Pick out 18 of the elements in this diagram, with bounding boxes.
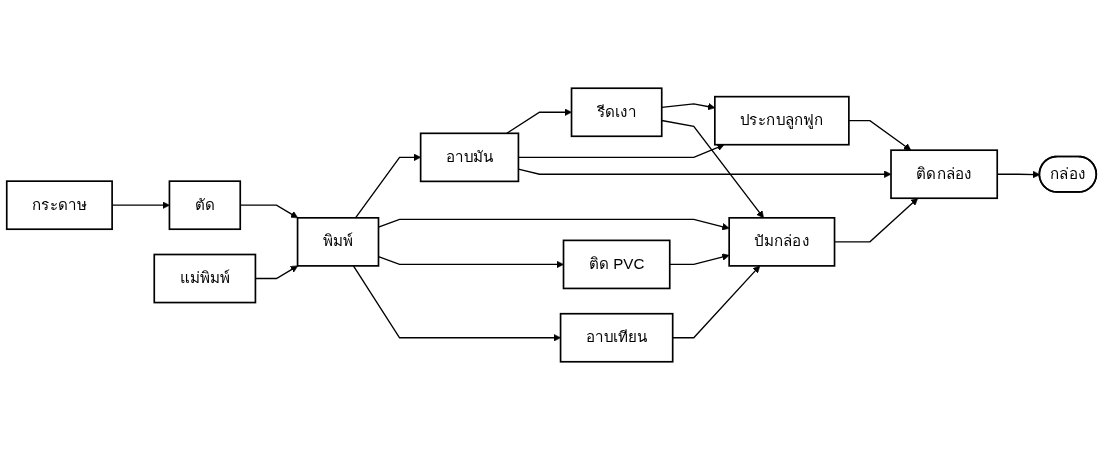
arrow: [506, 108, 572, 134]
node-box: แม่พิมพ์: [153, 253, 257, 304]
node-box: ติด PVC: [562, 239, 671, 290]
node-box: อาบเทียน: [559, 312, 674, 363]
node-box: ประกบลูกฟูก: [714, 95, 850, 146]
arrow: [672, 265, 761, 339]
arrow: [354, 153, 421, 219]
node-box: อาบมัน: [419, 132, 520, 183]
arrow: [661, 119, 764, 219]
node-box: ปัมกล่อง: [728, 217, 836, 267]
node-box: รีดเงา: [570, 87, 663, 138]
arrow: [669, 253, 730, 266]
node-box: กระดาษ: [5, 180, 113, 231]
node-box: ติดกล่อง: [890, 149, 999, 200]
arrow: [352, 265, 561, 342]
arrow: [848, 120, 912, 151]
node-box: พิมพ์: [296, 217, 380, 267]
node-box: ตัด: [168, 180, 242, 231]
